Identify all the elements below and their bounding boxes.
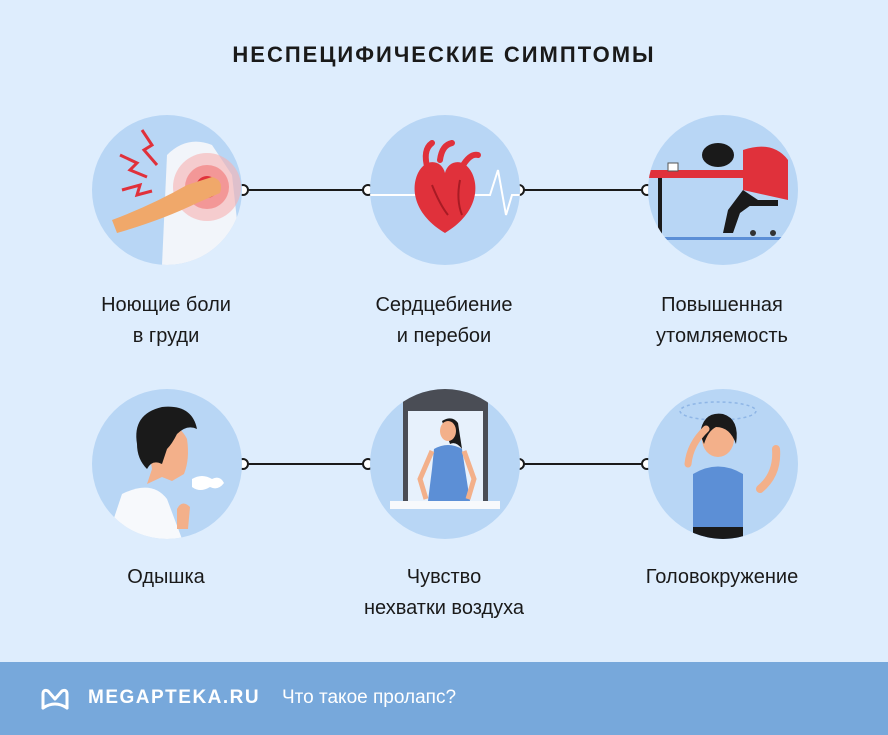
footer: MEGAPTEKA.RU Что такое пролапс? <box>0 662 888 735</box>
megapteka-logo-icon <box>41 688 69 710</box>
symptom-label-1: Ноющие боли в груди <box>101 294 231 347</box>
fatigue-icon <box>648 115 798 265</box>
chest-pain-icon <box>92 115 242 265</box>
symptom-label-4: Одышка <box>127 566 205 588</box>
symptom-label-3: Повышенная утомляемость <box>656 294 788 347</box>
article-title: Что такое пролапс? <box>282 687 457 708</box>
heart-pulse-icon <box>370 115 520 265</box>
symptom-label-6: Головокружение <box>645 566 799 588</box>
page-title: НЕСПЕЦИФИЧЕСКИЕ СИМПТОМЫ <box>232 42 656 67</box>
shortness-of-breath-icon <box>92 389 242 539</box>
window-air-icon <box>370 389 520 539</box>
brand-link[interactable]: MEGAPTEKA.RU <box>88 687 261 708</box>
symptom-label-2: Сердцебиение и перебои <box>375 294 513 347</box>
dizziness-icon <box>648 389 798 539</box>
symptom-label-5: Чувство нехватки воздуха <box>363 566 525 619</box>
